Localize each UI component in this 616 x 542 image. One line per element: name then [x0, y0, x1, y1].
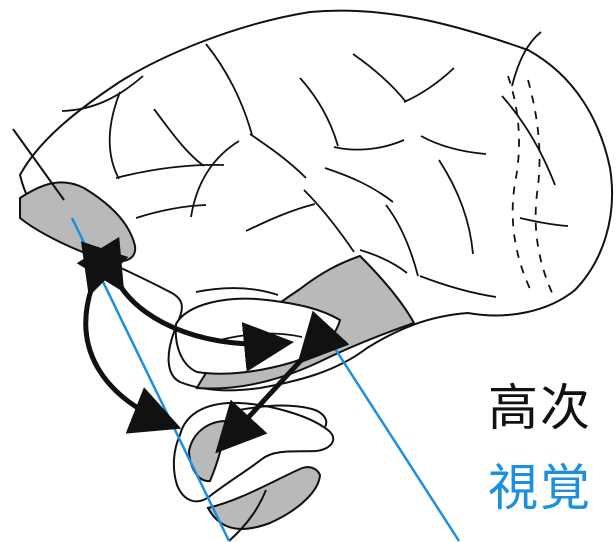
higher-order-label: 高次: [488, 380, 592, 436]
arrow-frontal-to-bottom: [86, 287, 172, 425]
blue-indicator-line-right: [323, 330, 459, 541]
visual-label: 視覚: [488, 460, 592, 516]
